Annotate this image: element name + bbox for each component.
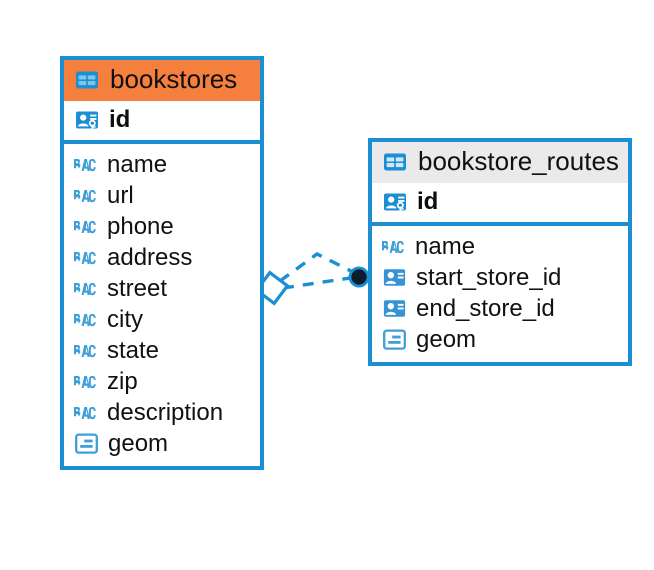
field-list: name url [64,144,260,466]
geom-icon [75,433,98,454]
primary-key-row[interactable]: id [372,183,628,226]
abc-icon [73,338,99,364]
abc-icon [381,234,407,260]
field-label: zip [107,367,138,395]
field-label: city [107,305,143,333]
abc-icon [73,245,99,271]
table-icon [384,153,406,171]
field-label: name [107,150,168,178]
field-label: start_store_id [416,263,562,291]
field-label: state [107,336,160,364]
field-row-geom[interactable]: geom [64,428,260,459]
relationship-line-lower [282,275,358,290]
abc-icon [73,183,99,209]
field-row-state[interactable]: state [64,335,260,366]
field-row-street[interactable]: street [64,273,260,304]
field-label: geom [108,429,169,457]
entity-table-bookstore-routes[interactable]: bookstore_routes id [368,138,632,366]
abc-icon [73,369,99,395]
field-row-start-store-id[interactable]: start_store_id [372,262,628,293]
field-label: name [415,232,476,260]
field-row-name[interactable]: name [64,149,260,180]
geom-icon [383,329,406,350]
field-label: description [107,398,224,426]
field-row-geom[interactable]: geom [372,324,628,355]
primary-key-icon [384,193,406,212]
field-row-url[interactable]: url [64,180,260,211]
relationship-line-upper [278,252,358,283]
primary-key-label: id [417,188,439,216]
field-label: phone [107,212,174,240]
field-row-address[interactable]: address [64,242,260,273]
abc-icon [73,400,99,426]
entity-header[interactable]: bookstore_routes [372,142,628,183]
foreign-key-icon [383,269,406,286]
field-row-description[interactable]: description [64,397,260,428]
primary-key-row[interactable]: id [64,101,260,144]
field-list: name start_store_id [372,226,628,362]
field-label: address [107,243,193,271]
foreign-key-icon [383,300,406,317]
entity-title: bookstores [110,64,238,95]
abc-icon [73,214,99,240]
entity-header[interactable]: bookstores [64,60,260,101]
field-label: end_store_id [416,294,555,322]
field-row-city[interactable]: city [64,304,260,335]
abc-icon [73,307,99,333]
abc-icon [73,152,99,178]
relationship-circle-marker [348,266,370,288]
primary-key-icon [76,111,98,130]
field-row-end-store-id[interactable]: end_store_id [372,293,628,324]
abc-icon [73,276,99,302]
field-row-zip[interactable]: zip [64,366,260,397]
field-label: street [107,274,168,302]
field-row-phone[interactable]: phone [64,211,260,242]
primary-key-label: id [109,106,131,134]
field-row-name[interactable]: name [372,231,628,262]
field-label: geom [416,325,477,353]
entity-table-bookstores[interactable]: bookstores id [60,56,264,470]
field-label: url [107,181,134,209]
entity-title: bookstore_routes [418,146,619,177]
table-icon [76,71,98,89]
